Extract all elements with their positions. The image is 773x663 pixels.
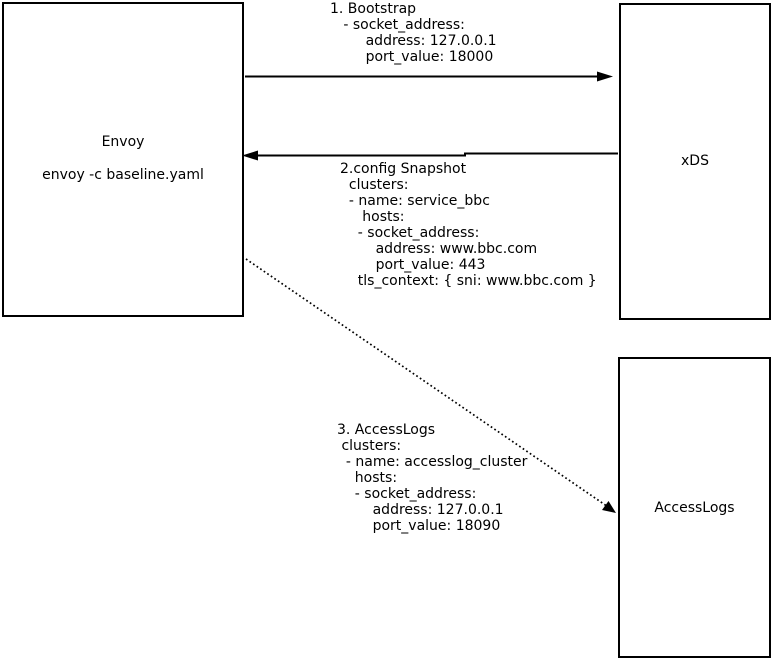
node-xds: xDS [619, 3, 771, 320]
message-config-snapshot: 2.config Snapshot clusters: - name: serv… [340, 161, 597, 289]
node-accesslogs: AccessLogs [618, 357, 771, 658]
arrowhead-left-icon [242, 150, 258, 161]
arrow-bootstrap [245, 71, 613, 82]
arrowhead-diagonal-icon [602, 501, 616, 513]
accesslogs-title: AccessLogs [654, 500, 735, 516]
message-access-logs: 3. AccessLogs clusters: - name: accesslo… [337, 422, 528, 534]
envoy-subtitle: envoy -c baseline.yaml [42, 167, 204, 183]
arrow-access-logs [245, 258, 616, 513]
node-envoy: Envoy envoy -c baseline.yaml [2, 2, 244, 317]
message-bootstrap: 1. Bootstrap - socket_address: address: … [330, 1, 497, 65]
envoy-title: Envoy [101, 134, 145, 150]
xds-title: xDS [681, 153, 709, 169]
arrow-config-snapshot [242, 150, 618, 161]
arrowhead-right-icon [597, 71, 613, 82]
